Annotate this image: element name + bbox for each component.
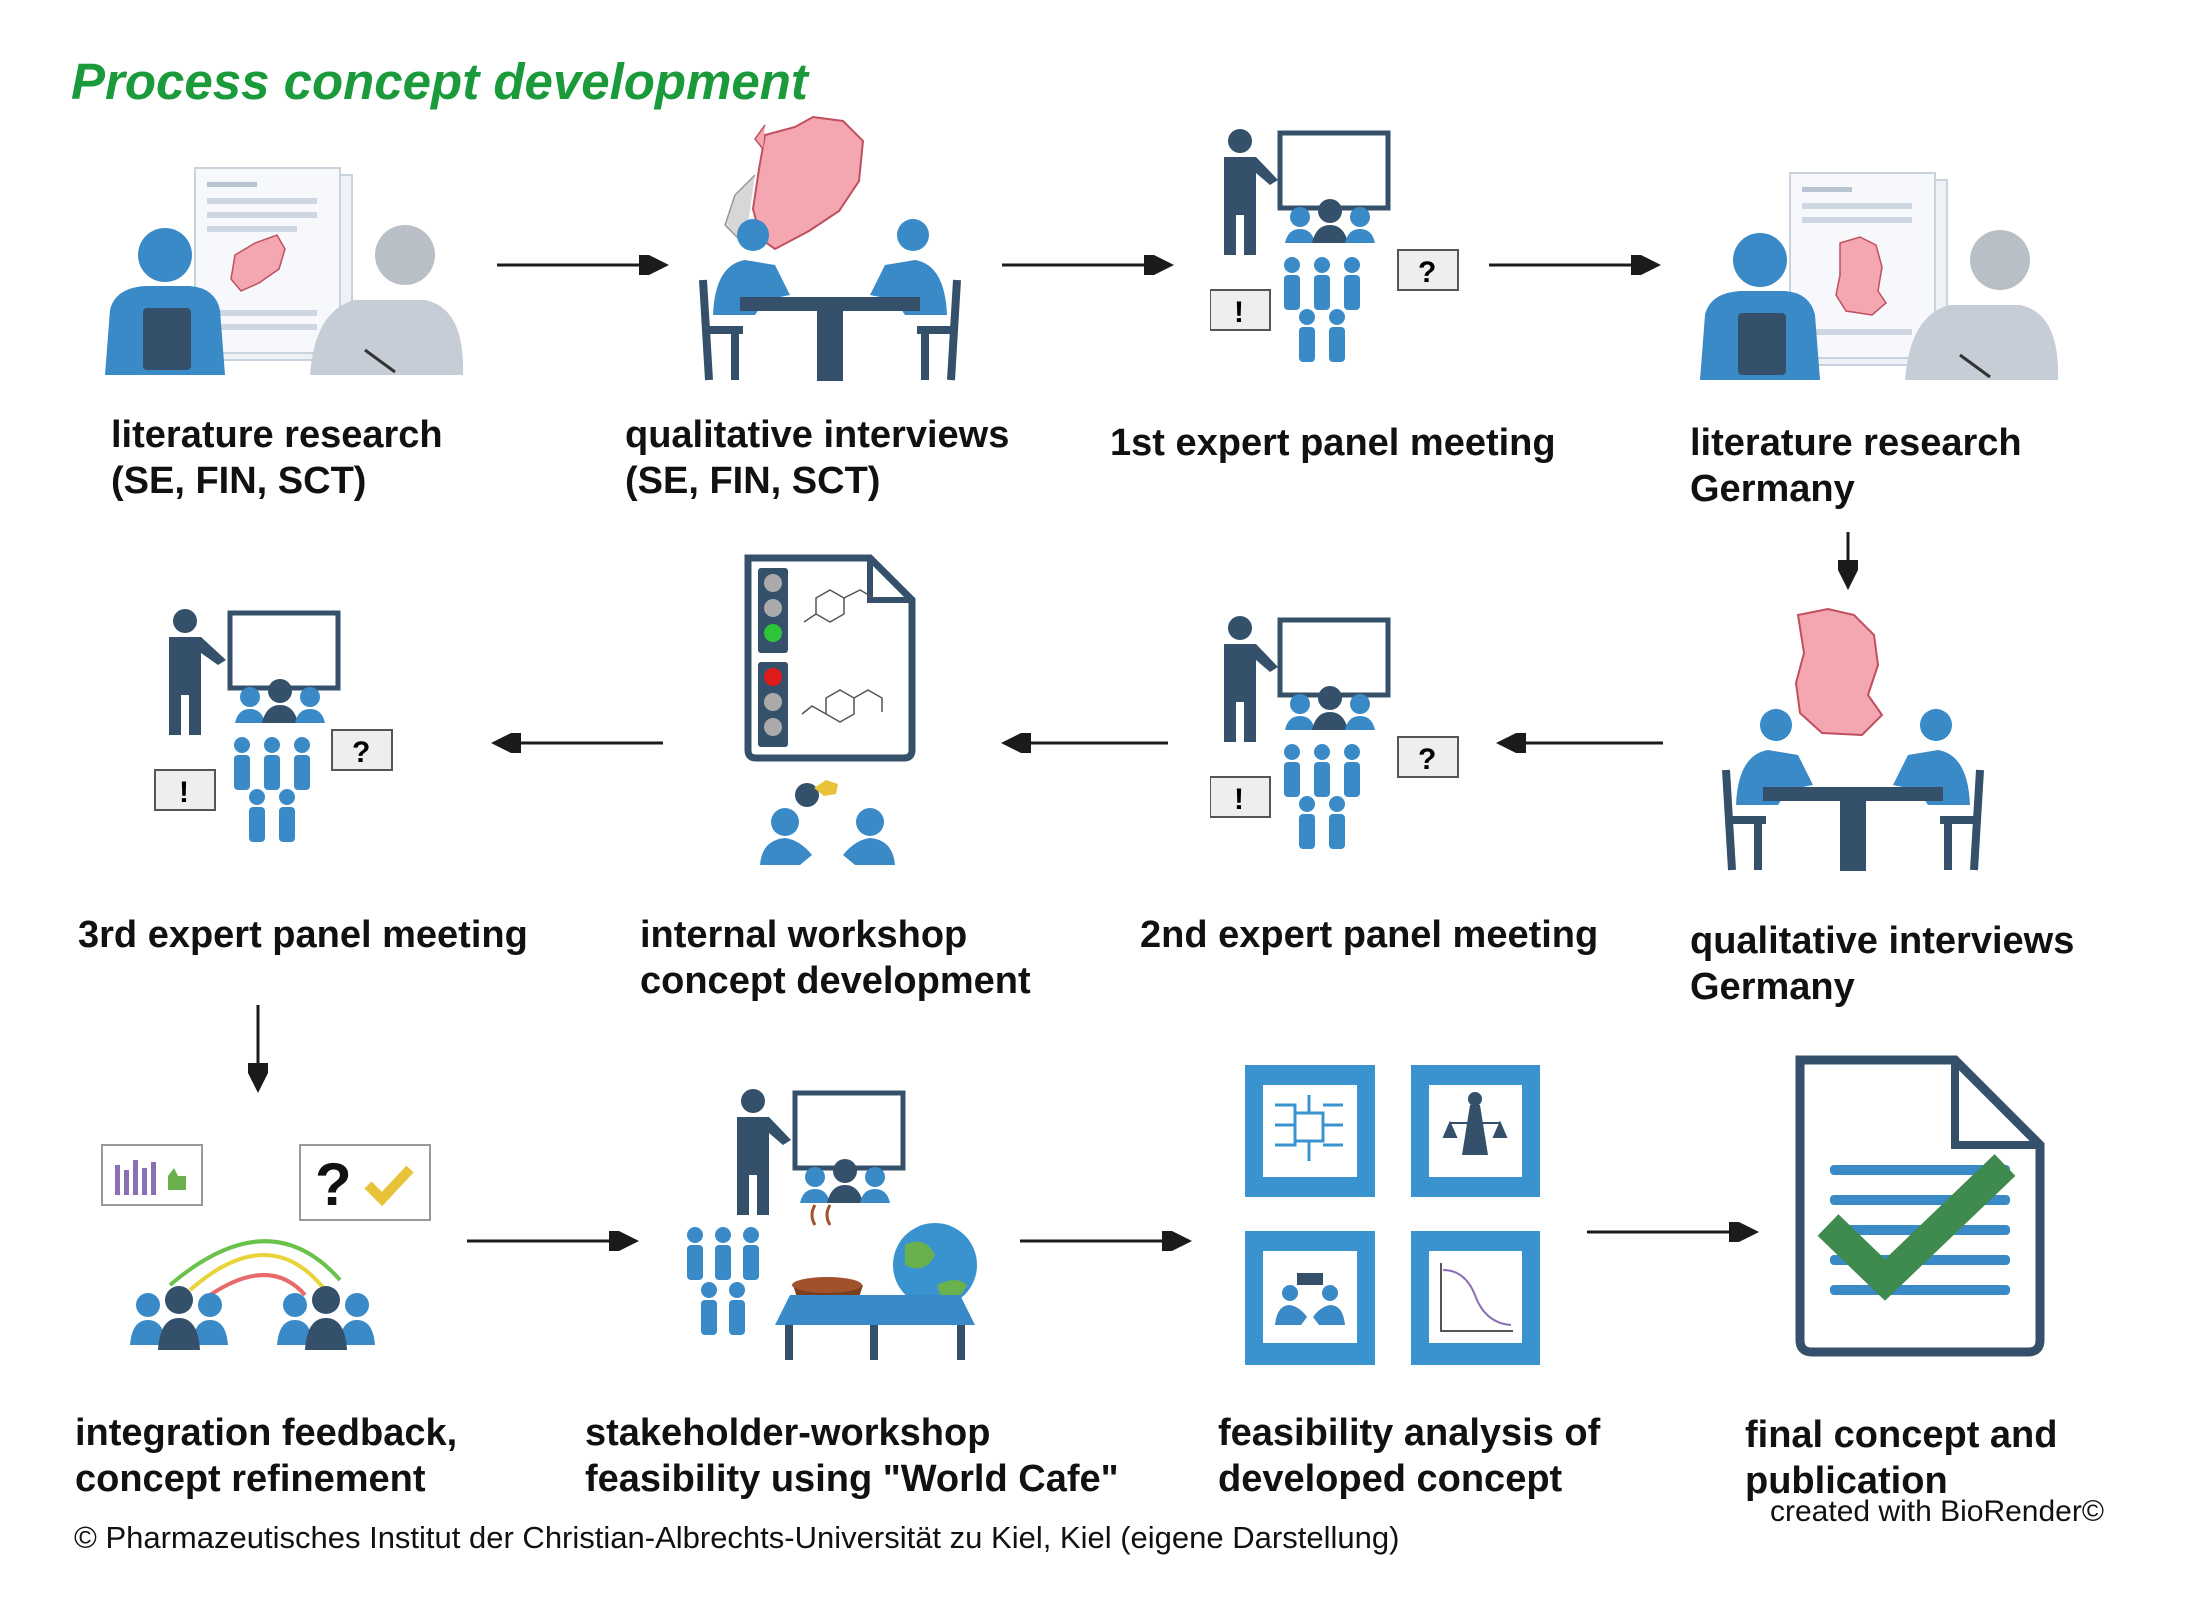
flow-arrow — [1487, 255, 1667, 275]
interview-table-icon — [1718, 605, 1988, 875]
flow-arrow — [1490, 733, 1665, 753]
step-label-1st-expert-panel-meeting: 1st expert panel meeting — [1110, 422, 1556, 464]
page-title: Process concept development — [71, 53, 808, 110]
step-label-literature-research-germany: literature research Germany — [1690, 422, 2022, 510]
copyright-footer: © Pharmazeutisches Institut der Christia… — [74, 1520, 1400, 1555]
flow-arrow — [1585, 1222, 1765, 1242]
workshop-document-icon — [740, 550, 920, 870]
feasibility-tiles-icon — [1245, 1065, 1540, 1365]
expert-panel-icon: ! ? — [1210, 125, 1470, 395]
flow-arrow — [248, 1003, 268, 1098]
expert-panel-icon: ! ? — [1210, 612, 1470, 882]
flow-arrow — [1018, 1231, 1198, 1251]
step-label-qualitative-interviews-germany: qualitative interviews Germany — [1690, 920, 2075, 1008]
svg-text:?: ? — [352, 736, 370, 769]
step-label-2nd-expert-panel-meeting: 2nd expert panel meeting — [1140, 914, 1599, 956]
step-label-literature-research-se-fin-sct: literature research (SE, FIN, SCT) — [111, 414, 443, 502]
biorender-credit: created with BioRender© — [1770, 1495, 2104, 1528]
world-cafe-icon — [675, 1085, 1005, 1365]
step-label-qualitative-interviews-se-fin-sct: qualitative interviews (SE, FIN, SCT) — [625, 414, 1010, 502]
step-label-internal-workshop-concept-development: internal workshop concept development — [640, 914, 1031, 1002]
svg-text:?: ? — [1418, 256, 1436, 289]
flow-arrow — [1000, 255, 1180, 275]
step-label-feasibility-analysis-developed-concept: feasibility analysis of developed concep… — [1218, 1412, 1601, 1500]
svg-text:?: ? — [315, 1151, 352, 1218]
svg-text:!: ! — [1234, 296, 1244, 329]
step-label-final-concept-and-publication: final concept and publication — [1745, 1414, 2058, 1502]
flow-arrow — [1838, 530, 1858, 595]
feedback-groups-icon: ? — [100, 1140, 440, 1360]
flow-arrow — [495, 255, 675, 275]
interview-table-icon — [695, 115, 965, 385]
svg-text:!: ! — [1234, 783, 1244, 816]
step-label-stakeholder-workshop-world-cafe: stakeholder-workshop feasibility using "… — [585, 1412, 1119, 1500]
svg-text:!: ! — [179, 776, 189, 809]
flow-arrow — [465, 1231, 645, 1251]
flow-arrow — [995, 733, 1170, 753]
step-label-integration-feedback-concept-refinement: integration feedback, concept refinement — [75, 1412, 458, 1500]
flow-arrow — [485, 733, 665, 753]
literature-research-icon — [95, 160, 470, 385]
expert-panel-icon: ! ? — [150, 605, 410, 875]
step-label-3rd-expert-panel-meeting: 3rd expert panel meeting — [78, 914, 528, 956]
literature-research-icon — [1690, 165, 2065, 390]
svg-text:?: ? — [1418, 743, 1436, 776]
final-document-check-icon — [1790, 1050, 2050, 1360]
